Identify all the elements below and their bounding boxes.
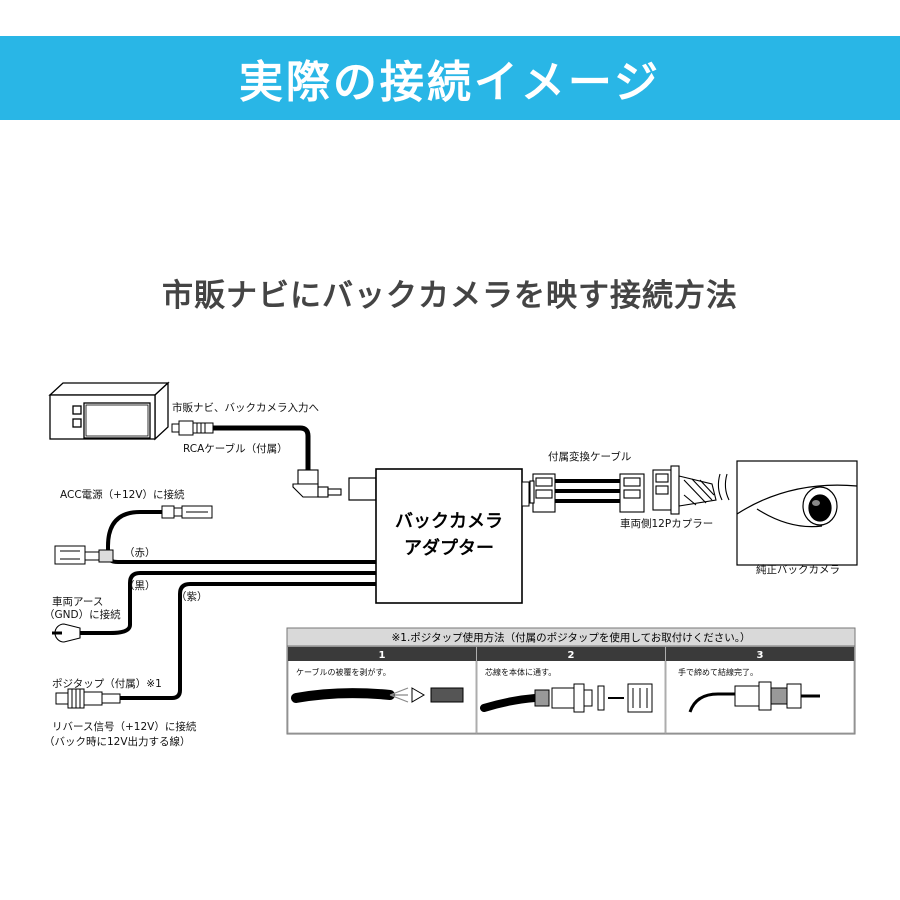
step-1-text: ケーブルの被覆を剥がす。 — [296, 667, 391, 677]
ground-label-line1: 車両アース — [52, 595, 103, 608]
conversion-cable-icon — [529, 473, 645, 513]
rca-cable-label: RCAケーブル（付属） — [183, 442, 288, 455]
vehicle-coupler-icon — [652, 465, 730, 515]
red-wire-label: （赤） — [124, 547, 156, 559]
ground-label-line2: （GND）に接続 — [44, 608, 121, 621]
reverse-label-line1: リバース信号（+12V）に接続 — [52, 720, 197, 733]
coupler-label: 車両側12Pカプラー — [620, 517, 713, 530]
navi-input-label: 市販ナビ、バックカメラ入力へ — [172, 401, 319, 414]
step-1-illustration — [291, 687, 464, 703]
rca-angled-plug-icon — [292, 469, 342, 498]
rca-cable-wire — [213, 425, 311, 470]
ground-terminal-icon — [52, 623, 81, 643]
backcamera-adapter-box — [375, 468, 523, 604]
posi-tap-icon — [55, 688, 121, 709]
acc-splice-icon — [161, 505, 213, 519]
posi-tap-label: ポジタップ（付属）※1 — [52, 677, 162, 690]
reverse-label-line2: （バック時に12V出力する線） — [44, 735, 191, 748]
header-banner: 実際の接続イメージ — [0, 36, 900, 120]
genuine-camera-label: 純正バックカメラ — [756, 563, 840, 576]
navi-unit-icon — [48, 381, 170, 441]
adapter-label-line1: バックカメラ — [395, 511, 503, 532]
step-3-illustration — [688, 681, 820, 713]
adapter-video-socket — [348, 477, 377, 501]
step-2-number: 2 — [568, 650, 575, 661]
conversion-cable-label: 付属変換ケーブル — [548, 450, 631, 463]
step-3-text: 手で締めて結線完了。 — [678, 667, 758, 677]
step-3-number: 3 — [757, 650, 764, 661]
page-title: 実際の接続イメージ — [238, 57, 662, 108]
purple-wire-label: （紫） — [176, 591, 208, 603]
adapter-label-line2: アダプター — [404, 537, 494, 559]
genuine-camera-icon — [736, 460, 858, 566]
black-wire-label: （黒） — [124, 580, 156, 592]
step-2-illustration — [480, 683, 653, 713]
step-2-text: 芯線を本体に通す。 — [485, 667, 556, 677]
rca-plug-icon — [171, 420, 214, 436]
acc-label: ACC電源（+12V）に接続 — [60, 488, 185, 501]
page-subtitle: 市販ナビにバックカメラを映す接続方法 — [162, 278, 738, 314]
fuse-holder-icon — [54, 545, 114, 565]
acc-wire — [106, 510, 162, 555]
posi-tap-instructions: ※1.ポジタップ使用方法（付属のポジタップを使用してお取付けください。） 1 ケ… — [286, 627, 856, 735]
step-1-number: 1 — [379, 650, 386, 661]
instructions-header: ※1.ポジタップ使用方法（付属のポジタップを使用してお取付けください。） — [391, 631, 750, 644]
